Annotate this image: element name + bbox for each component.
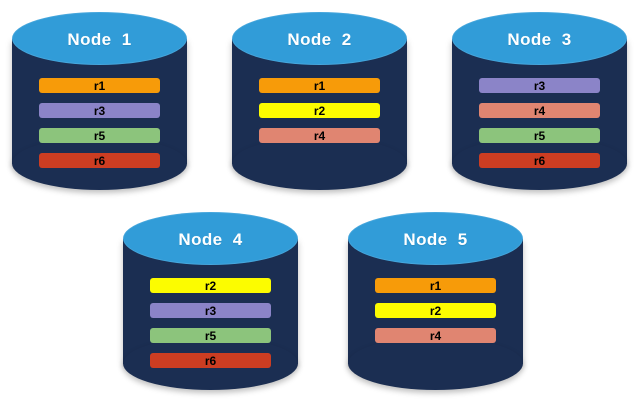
- record-label: r2: [313, 103, 326, 118]
- database-node[interactable]: Node 4 r2 r3 r5 r6: [123, 212, 298, 390]
- record-label: r4: [313, 128, 326, 143]
- record-bar[interactable]: r1: [375, 278, 496, 293]
- database-node[interactable]: Node 2 r1 r2 r4: [232, 12, 407, 190]
- record-list: r2 r3 r5 r6: [123, 278, 298, 368]
- cylinder-top-ellipse: [123, 212, 298, 265]
- cylinder-bottom-ellipse: [348, 337, 523, 390]
- record-bar[interactable]: r4: [375, 328, 496, 343]
- record-bar[interactable]: r3: [39, 103, 160, 118]
- node-title: Node 4: [178, 229, 243, 249]
- node-title: Node 5: [403, 229, 468, 249]
- database-node[interactable]: Node 1 r1 r3 r5 r6: [12, 12, 187, 190]
- node-title: Node 2: [287, 29, 352, 49]
- record-label: r5: [533, 128, 546, 143]
- record-label: r5: [204, 328, 217, 343]
- record-bar[interactable]: r4: [479, 103, 600, 118]
- record-bar[interactable]: r1: [259, 78, 380, 93]
- cylinder-top-ellipse: [348, 212, 523, 265]
- record-bar[interactable]: r2: [259, 103, 380, 118]
- database-node[interactable]: Node 3 r3 r4 r5 r6: [452, 12, 627, 190]
- record-label: r1: [313, 78, 326, 93]
- record-label: r1: [429, 278, 442, 293]
- database-node[interactable]: Node 5 r1 r2 r4: [348, 212, 523, 390]
- record-list: r1 r3 r5 r6: [12, 78, 187, 168]
- cylinder-top-ellipse: [12, 12, 187, 65]
- record-label: r3: [204, 303, 217, 318]
- node-title: Node 3: [507, 29, 572, 49]
- record-list: r1 r2 r4: [348, 278, 523, 343]
- record-label: r6: [93, 153, 106, 168]
- record-bar[interactable]: r4: [259, 128, 380, 143]
- record-bar[interactable]: r2: [150, 278, 271, 293]
- record-bar[interactable]: r3: [479, 78, 600, 93]
- record-label: r1: [93, 78, 106, 93]
- cylinder-top-ellipse: [452, 12, 627, 65]
- record-bar[interactable]: r2: [375, 303, 496, 318]
- record-label: r2: [429, 303, 442, 318]
- record-label: r4: [533, 103, 546, 118]
- record-bar[interactable]: r6: [39, 153, 160, 168]
- record-bar[interactable]: r5: [150, 328, 271, 343]
- record-label: r6: [204, 353, 217, 368]
- record-label: r5: [93, 128, 106, 143]
- record-bar[interactable]: r6: [479, 153, 600, 168]
- record-bar[interactable]: r6: [150, 353, 271, 368]
- cylinder-top-ellipse: [232, 12, 407, 65]
- record-list: r3 r4 r5 r6: [452, 78, 627, 168]
- record-label: r2: [204, 278, 217, 293]
- cylinder-bottom-ellipse: [232, 137, 407, 190]
- record-label: r3: [533, 78, 546, 93]
- record-label: r3: [93, 103, 106, 118]
- record-bar[interactable]: r5: [39, 128, 160, 143]
- node-title: Node 1: [67, 29, 132, 49]
- record-label: r4: [429, 328, 442, 343]
- record-list: r1 r2 r4: [232, 78, 407, 143]
- record-bar[interactable]: r1: [39, 78, 160, 93]
- record-bar[interactable]: r5: [479, 128, 600, 143]
- record-bar[interactable]: r3: [150, 303, 271, 318]
- record-label: r6: [533, 153, 546, 168]
